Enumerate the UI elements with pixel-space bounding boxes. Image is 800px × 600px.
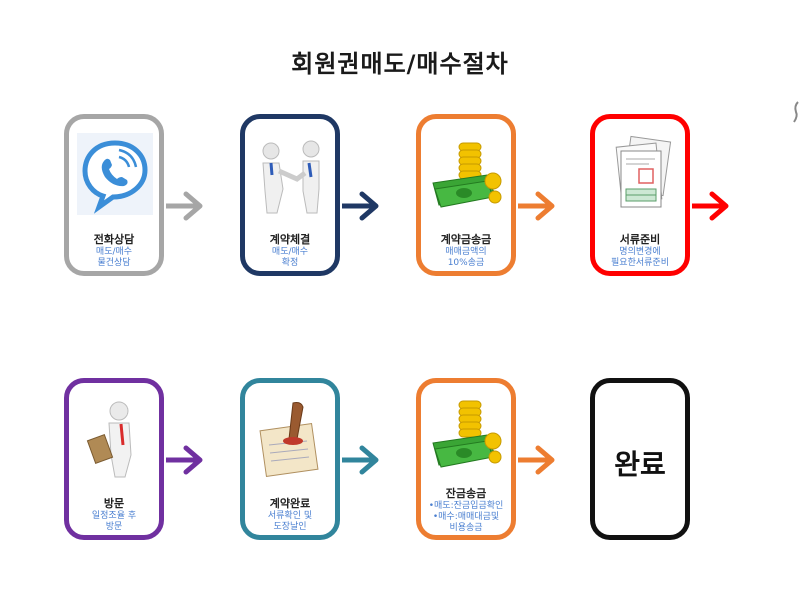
step-visit: 방문 일정조율 후 방문 [64,378,164,540]
handshake-icon [262,140,320,214]
phone-chat-icon [77,133,153,215]
stamp-document-icon [259,402,319,477]
step-name: 계약체결 [269,233,311,246]
money-coins-icon [432,142,502,208]
arrow-right-icon [518,445,555,475]
step-document-preparation: 서류준비 명의변경에 필요한서류준비 [590,114,690,276]
step-description: 서류확인 및 도장날인 [267,511,313,532]
arrow-right-icon [166,445,203,475]
step-description: 매도/매수 물건상담 [95,247,133,268]
step-description: •매도:잔금입금확인 •매수:매매대금및 비용송금 [428,501,504,533]
step-contract-signing: 계약체결 매도/매수 확정 [240,114,340,276]
step-description: 명의변경에 필요한서류준비 [611,247,669,268]
arrow-right-icon [342,191,379,221]
step-name: 방문 [103,497,125,510]
step-balance-transfer: 잔금송금 •매도:잔금입금확인 •매수:매매대금및 비용송금 [416,378,516,540]
arrow-right-icon [166,191,203,221]
step-phone-consultation: 전화상담 매도/매수 물건상담 [64,114,164,276]
step-description: 매매금액의 10%송금 [445,247,487,268]
step-contract-complete: 계약완료 서류확인 및 도장날인 [240,378,340,540]
step-name: 계약금송금 [440,233,492,246]
step-description: 일정조율 후 방문 [91,511,137,532]
arrow-right-icon [692,191,729,221]
step-name: 전화상담 [93,233,135,246]
step-name: 계약완료 [269,497,311,510]
step-description: 매도/매수 확정 [271,247,309,268]
arrow-right-icon [342,445,379,475]
completed-label: 완료 [614,448,666,481]
arrow-right-icon [518,191,555,221]
documents-icon [615,135,672,208]
diagram-title: 회원권매도/매수절차 [291,50,509,78]
edge-fragment [793,101,799,123]
money-coins-icon [432,400,502,468]
step-name: 잔금송금 [445,487,487,500]
step-name: 서류준비 [619,233,661,246]
step-deposit-transfer: 계약금송금 매매금액의 10%송금 [416,114,516,276]
step-completed: 완료 [590,378,690,540]
visitor-briefcase-icon [86,401,132,478]
